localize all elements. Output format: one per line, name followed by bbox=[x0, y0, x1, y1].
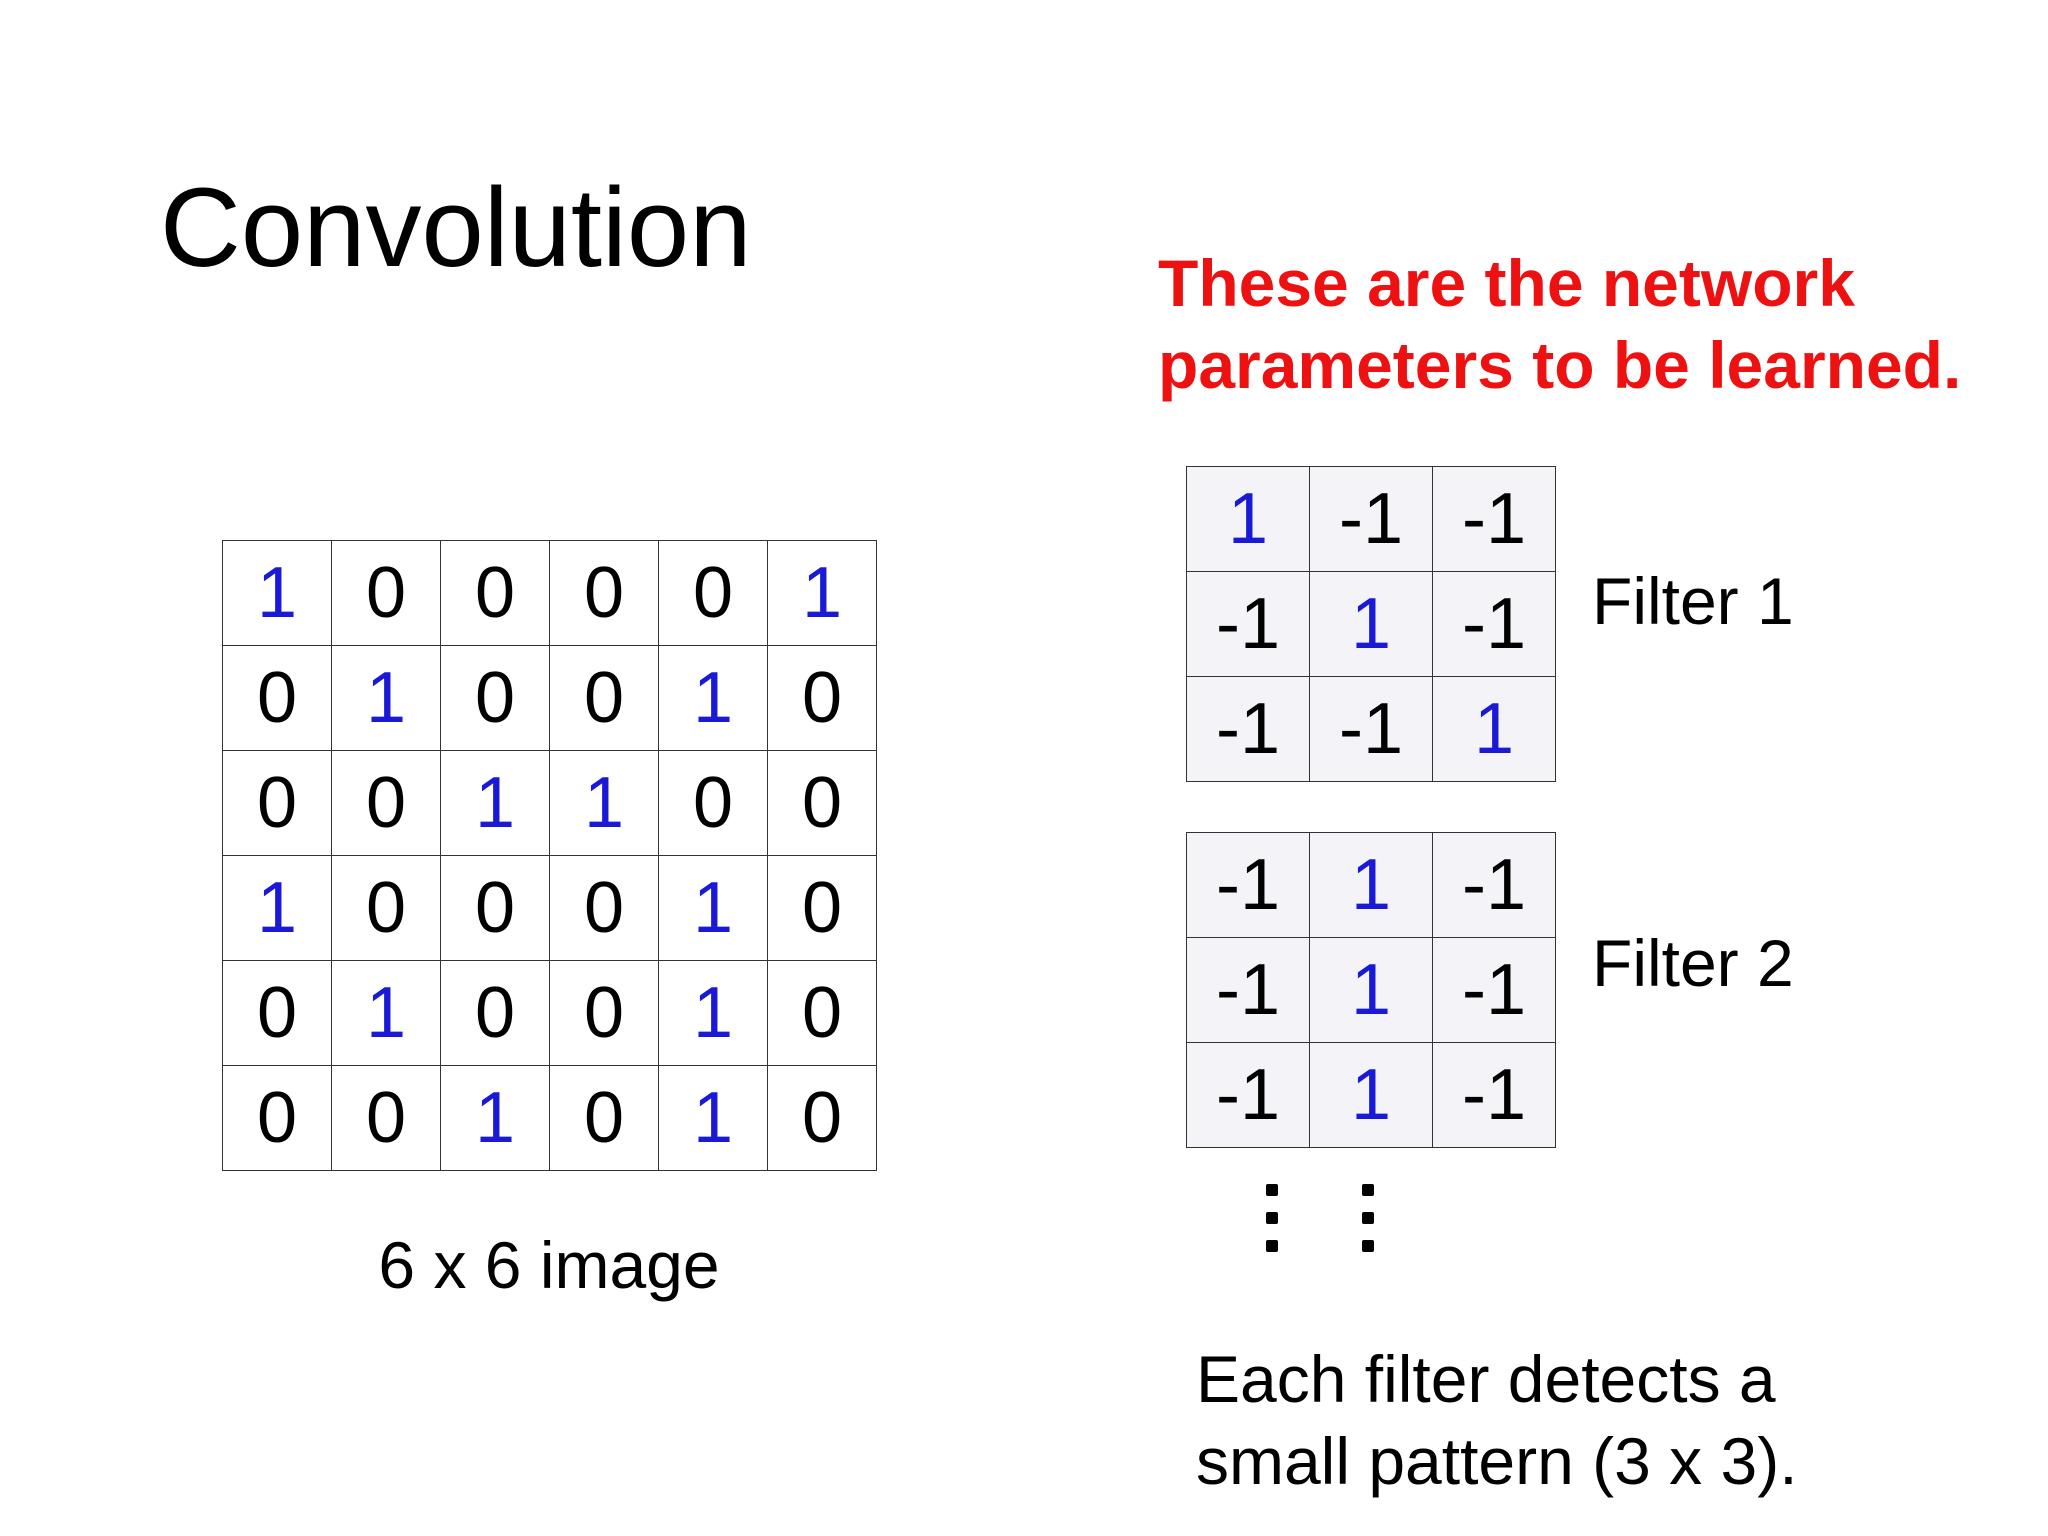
matrix-cell: 0 bbox=[222, 960, 332, 1066]
matrix-cell: 1 bbox=[658, 645, 768, 751]
matrix-cell: 1 bbox=[440, 750, 550, 856]
matrix-cell: 0 bbox=[549, 540, 659, 646]
matrix-cell: 1 bbox=[1309, 832, 1433, 938]
matrix-cell: 0 bbox=[331, 750, 441, 856]
matrix-cell: 0 bbox=[549, 855, 659, 961]
matrix-cell: 0 bbox=[658, 540, 768, 646]
matrix-cell: 0 bbox=[549, 960, 659, 1066]
parameters-note: These are the network parameters to be l… bbox=[1158, 242, 1961, 406]
matrix-cell: 0 bbox=[549, 1065, 659, 1171]
slide-title: Convolution bbox=[160, 165, 752, 290]
matrix-cell: 0 bbox=[440, 960, 550, 1066]
vertical-ellipsis-icon bbox=[1356, 1184, 1380, 1254]
matrix-cell: 1 bbox=[1186, 466, 1310, 572]
matrix-cell: 0 bbox=[767, 960, 877, 1066]
matrix-cell: -1 bbox=[1186, 937, 1310, 1043]
vertical-ellipsis-icon bbox=[1260, 1184, 1284, 1254]
matrix-cell: -1 bbox=[1309, 466, 1433, 572]
matrix-cell: 0 bbox=[767, 1065, 877, 1171]
matrix-cell: 1 bbox=[658, 960, 768, 1066]
matrix-cell: 0 bbox=[767, 750, 877, 856]
matrix-cell: -1 bbox=[1186, 571, 1310, 677]
matrix-cell: 1 bbox=[658, 1065, 768, 1171]
matrix-cell: -1 bbox=[1186, 832, 1310, 938]
matrix-cell: 1 bbox=[549, 750, 659, 856]
matrix-cell: 0 bbox=[222, 645, 332, 751]
matrix-cell: 1 bbox=[1309, 937, 1433, 1043]
matrix-cell: 1 bbox=[1309, 571, 1433, 677]
matrix-cell: 1 bbox=[440, 1065, 550, 1171]
matrix-cell: 0 bbox=[440, 645, 550, 751]
filter-description-line: Each filter detects a bbox=[1196, 1342, 1776, 1416]
matrix-cell: 0 bbox=[331, 1065, 441, 1171]
matrix-cell: 1 bbox=[1309, 1042, 1433, 1148]
matrix-cell: 1 bbox=[658, 855, 768, 961]
matrix-cell: 0 bbox=[658, 750, 768, 856]
matrix-cell: 0 bbox=[222, 1065, 332, 1171]
matrix-cell: -1 bbox=[1432, 937, 1556, 1043]
matrix-cell: 0 bbox=[440, 855, 550, 961]
matrix-cell: -1 bbox=[1186, 1042, 1310, 1148]
matrix-cell: 0 bbox=[222, 750, 332, 856]
image-caption: 6 x 6 image bbox=[378, 1228, 720, 1302]
matrix-cell: -1 bbox=[1186, 676, 1310, 782]
matrix-cell: -1 bbox=[1432, 832, 1556, 938]
matrix-cell: 1 bbox=[331, 645, 441, 751]
filter-description: Each filter detects a small pattern (3 x… bbox=[1196, 1338, 1798, 1502]
parameters-note-line: These are the network bbox=[1158, 246, 1855, 320]
filter-1-label: Filter 1 bbox=[1592, 564, 1794, 638]
matrix-cell: 1 bbox=[222, 855, 332, 961]
parameters-note-line: parameters to be learned. bbox=[1158, 328, 1962, 402]
matrix-cell: -1 bbox=[1309, 676, 1433, 782]
matrix-cell: 0 bbox=[331, 540, 441, 646]
matrix-cell: -1 bbox=[1432, 571, 1556, 677]
filter-description-line: small pattern (3 x 3). bbox=[1196, 1424, 1798, 1498]
matrix-cell: 1 bbox=[222, 540, 332, 646]
matrix-cell: 0 bbox=[767, 645, 877, 751]
matrix-row: 1-1-1 bbox=[1186, 466, 1556, 572]
matrix-cell: 0 bbox=[549, 645, 659, 751]
matrix-cell: -1 bbox=[1432, 466, 1556, 572]
matrix-cell: 1 bbox=[767, 540, 877, 646]
matrix-cell: 0 bbox=[331, 855, 441, 961]
filter-2-label: Filter 2 bbox=[1592, 926, 1794, 1000]
matrix-cell: 1 bbox=[331, 960, 441, 1066]
matrix-cell: 0 bbox=[767, 855, 877, 961]
matrix-cell: 1 bbox=[1432, 676, 1556, 782]
matrix-cell: 0 bbox=[440, 540, 550, 646]
matrix-cell: -1 bbox=[1432, 1042, 1556, 1148]
